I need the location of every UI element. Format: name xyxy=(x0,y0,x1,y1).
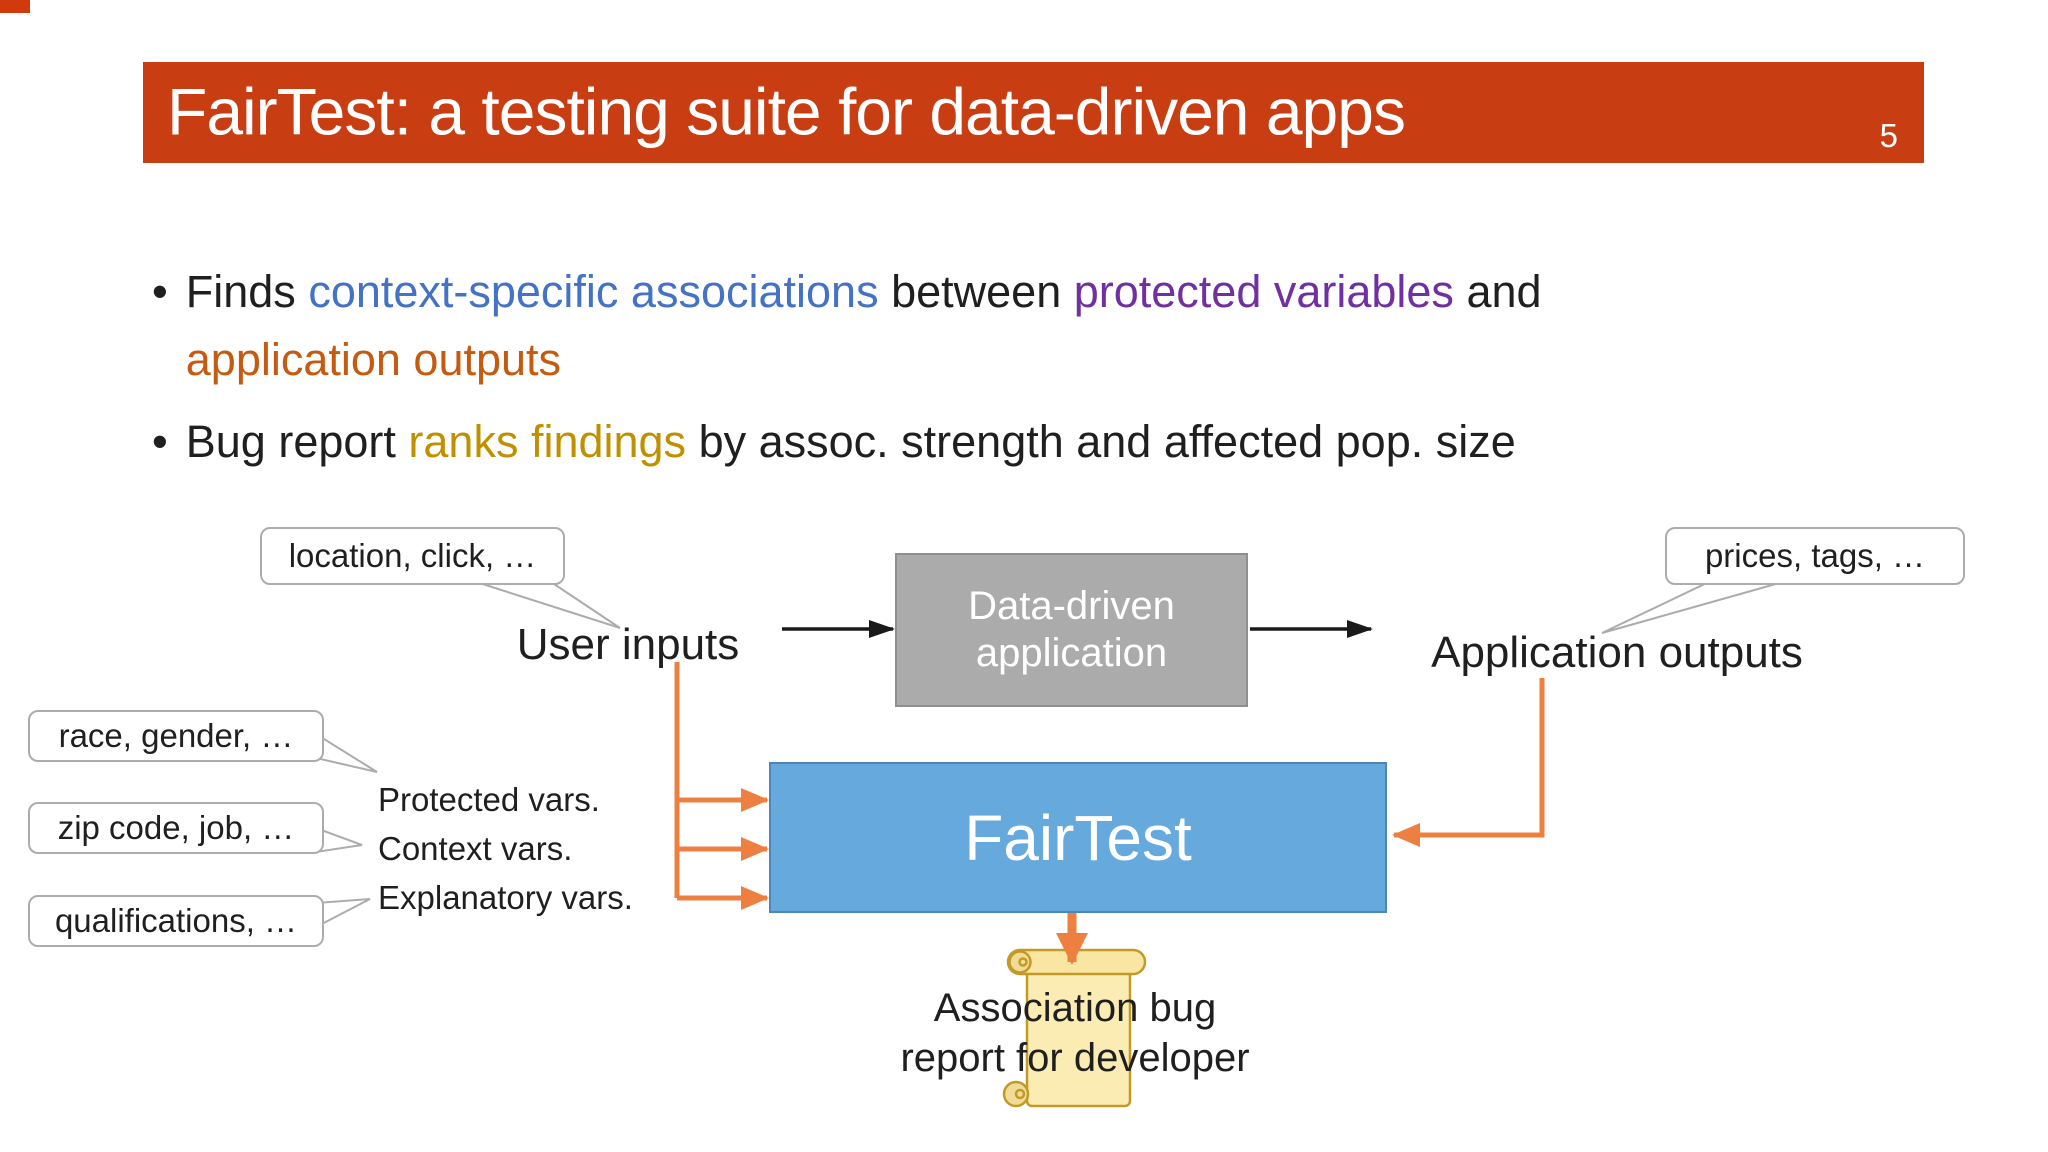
corner-artifact xyxy=(0,0,30,13)
callout-tail-qualifications xyxy=(315,898,371,929)
bullet-2-seg3: by assoc. strength and affected pop. siz… xyxy=(686,416,1516,467)
callout-tail-race xyxy=(315,732,378,773)
fairtest-box: FairTest xyxy=(769,762,1387,913)
data-driven-app-line2: application xyxy=(975,631,1168,675)
bullet-1-seg3: between xyxy=(878,266,1074,317)
fairtest-label: FairTest xyxy=(964,801,1192,874)
bullet-2-text: Bug report ranks findings by assoc. stre… xyxy=(186,408,1516,476)
callout-explanatory-vars-label: qualifications, … xyxy=(54,902,298,939)
report-caption-line2: report for developer xyxy=(900,1036,1250,1080)
callout-protected-vars-label: race, gender, … xyxy=(58,717,294,754)
bullet-1-seg2: context-specific associations xyxy=(308,266,879,317)
label-explanatory-vars: Explanatory vars. xyxy=(378,879,633,916)
callout-context-vars: zip code, job, … xyxy=(28,802,324,854)
bullet-1-seg4: protected variables xyxy=(1073,266,1454,317)
node-user-inputs: User inputs xyxy=(516,620,740,669)
node-data-driven-application: Data-driven application xyxy=(895,553,1248,707)
callout-explanatory-vars: qualifications, … xyxy=(28,895,324,947)
report-caption-line1: Association bug xyxy=(933,986,1217,1030)
label-context-vars: Context vars. xyxy=(378,830,573,867)
data-driven-app-line1: Data-driven xyxy=(968,584,1175,628)
bullet-2-seg2: ranks findings xyxy=(408,416,687,467)
bullet-item-2: • Bug report ranks findings by assoc. st… xyxy=(152,408,1912,476)
bullet-1-text: Finds context-specific associations betw… xyxy=(186,258,1542,394)
callout-app-outputs: prices, tags, … xyxy=(1665,527,1965,585)
bullet-dot: • xyxy=(152,416,168,467)
callout-context-vars-label: zip code, job, … xyxy=(57,809,295,846)
bullet-1-seg6: application outputs xyxy=(185,334,562,385)
bullet-1-seg5: and xyxy=(1453,266,1542,317)
callout-user-inputs-label: location, click, … xyxy=(288,537,537,574)
label-protected-vars: Protected vars. xyxy=(378,781,600,818)
node-application-outputs: Application outputs xyxy=(1431,628,1803,677)
callout-protected-vars: race, gender, … xyxy=(28,710,324,762)
title-bar: FairTest: a testing suite for data-drive… xyxy=(143,62,1924,163)
bullet-1-seg1: Finds xyxy=(185,266,309,317)
slide-title: FairTest: a testing suite for data-drive… xyxy=(167,73,1406,148)
bullet-dot: • xyxy=(152,266,168,317)
callout-tail-prices xyxy=(1601,579,1791,634)
orange-elbow-outputs xyxy=(1392,678,1545,847)
bullet-2-seg1: Bug report xyxy=(185,416,409,467)
callout-user-inputs: location, click, … xyxy=(260,527,565,585)
slide-number: 5 xyxy=(1879,117,1898,154)
callout-app-outputs-label: prices, tags, … xyxy=(1704,537,1926,574)
bullet-item-1: • Finds context-specific associations be… xyxy=(152,258,1912,394)
report-caption: Association bug report for developer xyxy=(900,983,1249,1083)
